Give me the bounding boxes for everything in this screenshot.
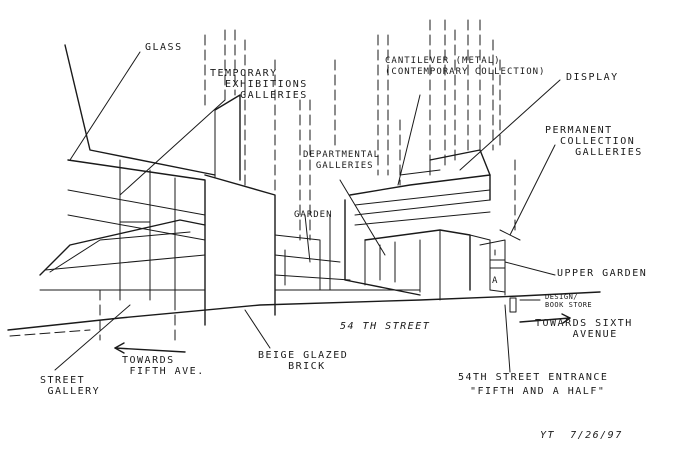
door-letter: A [492, 276, 499, 286]
label-design-book-store: DESIGN/ BOOK STORE [545, 293, 593, 309]
background-towers [274, 19, 516, 241]
label-54th-street: 54 TH STREET [340, 321, 431, 332]
street-gallery-building [39, 44, 216, 341]
label-display: DISPLAY [566, 72, 619, 83]
signature-date: YT 7/26/97 [540, 430, 623, 441]
label-departmental-galleries: DEPARTMENTAL GALLERIES [303, 150, 381, 171]
label-towards-fifth-avenue: TOWARDS FIFTH AVE. [122, 355, 205, 377]
ground-dashed [9, 329, 91, 337]
label-cantilever: CANTILEVER (METAL) (CONTEMPORARY COLLECT… [385, 56, 546, 77]
label-fifth-and-a-half: "FIFTH AND A HALF" [470, 386, 606, 397]
leader-lines [54, 51, 571, 373]
label-beige-glazed-brick: BEIGE GLAZED BRICK [258, 350, 349, 372]
entrance-block [489, 249, 517, 313]
ground-line [7, 291, 601, 331]
garden-area [274, 234, 421, 291]
label-towards-sixth-avenue: TOWARDS SIXTH AVENUE [535, 318, 633, 340]
label-street-gallery: STREET GALLERY [40, 375, 101, 397]
label-glass: GLASS [145, 42, 183, 53]
label-upper-garden: UPPER GARDEN [557, 268, 648, 279]
label-permanent-collection: PERMANENT COLLECTION GALLERIES [545, 125, 643, 158]
label-entrance: 54TH STREET ENTRANCE [458, 372, 609, 383]
label-garden: GARDEN [294, 210, 333, 220]
label-temporary-exhibitions: TEMPORARY EXHIBITIONS GALLERIES [210, 68, 308, 101]
